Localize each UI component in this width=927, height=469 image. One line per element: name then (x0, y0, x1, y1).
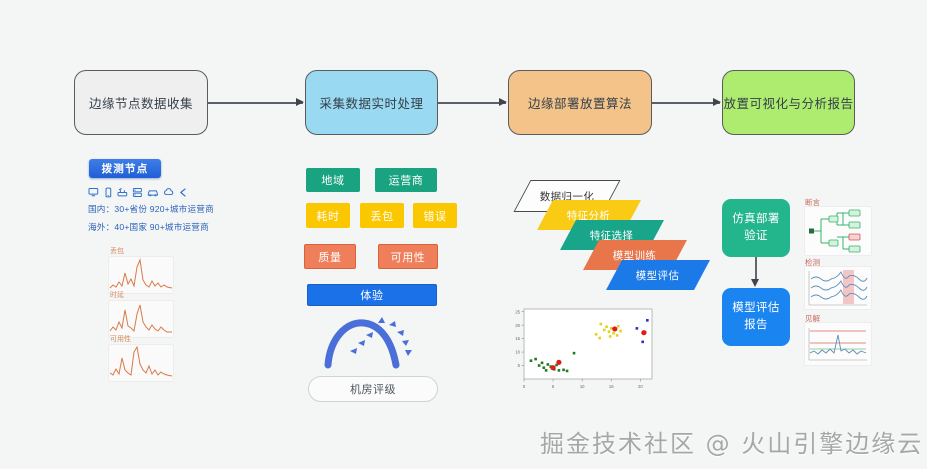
mini-card-label-3: 见解 (805, 314, 820, 323)
flow-step-4-label: 放置可视化与分析报告 (723, 97, 854, 111)
arch-bridge-icon (320, 313, 430, 369)
svg-text:0: 0 (523, 384, 526, 389)
watermark-text: 掘金技术社区 @ 火山引擎边缘云 (540, 430, 924, 458)
sparkline-chart-3 (109, 345, 173, 377)
sparkline-card-2 (108, 300, 174, 338)
server-icon (133, 187, 143, 197)
tag-experience-label: 体验 (360, 290, 384, 302)
tag-latency[interactable]: 耗时 (306, 203, 350, 228)
probe-node-button-label: 拨测节点 (101, 163, 149, 175)
mini-card-tree (804, 206, 872, 256)
tag-region[interactable]: 地域 (306, 168, 360, 192)
sparkline-label-3: 可用性 (110, 336, 131, 343)
pipeline-stage-5-label: 模型评估 (636, 269, 680, 282)
insight-line-chart-icon (808, 328, 867, 361)
idc-rating-pill[interactable]: 机房评级 (308, 376, 438, 402)
tag-isp-label: 运营商 (388, 175, 424, 187)
svg-text:5: 5 (552, 384, 555, 389)
pipeline-stage-5[interactable]: 模型评估 (606, 260, 710, 290)
flow-arrow-1 (208, 98, 304, 106)
car-icon (147, 189, 158, 196)
probe-node-button[interactable]: 拨测节点 (89, 159, 161, 178)
sparkline-label-1: 丢包 (110, 248, 124, 255)
mini-card-insight (804, 322, 872, 366)
tag-experience[interactable]: 体验 (307, 284, 437, 306)
link-icon (180, 187, 186, 197)
tag-quality-label: 质量 (318, 251, 342, 264)
mini-card-label-1: 断言 (805, 198, 820, 207)
flow-step-2-label: 采集数据实时处理 (319, 97, 424, 111)
tag-latency-label: 耗时 (316, 210, 340, 223)
simulation-deploy-label: 仿真部署 验证 (732, 211, 780, 244)
mini-card-label-2: 检测 (805, 258, 820, 267)
model-report-box[interactable]: 模型评估 报告 (722, 288, 790, 346)
tag-isp[interactable]: 运营商 (375, 168, 437, 192)
flow-step-2[interactable]: 采集数据实时处理 (305, 70, 438, 135)
tag-availability-label: 可用性 (390, 251, 426, 264)
model-report-line1: 模型评估 (732, 302, 780, 315)
tag-error-label: 错误 (423, 210, 447, 223)
flow-step-3-label: 边缘部署放置算法 (527, 97, 632, 111)
tag-region-label: 地域 (321, 175, 345, 187)
tag-packet-loss[interactable]: 丢包 (360, 203, 404, 228)
model-report-line2: 报告 (744, 319, 768, 331)
sparkline-chart-1 (109, 258, 173, 289)
right-flow-arrow (751, 257, 759, 287)
cluster-scatter-svg: 0 5 10 15 20 5 10 15 20 25 (515, 308, 653, 389)
flow-step-1[interactable]: 边缘节点数据收集 (74, 70, 208, 135)
flow-arrow-3 (652, 98, 721, 106)
sparkline-chart-2 (109, 304, 172, 333)
device-icon-row (88, 184, 188, 200)
flow-step-1-label: 边缘节点数据收集 (88, 97, 193, 111)
arch-bridge-glyph (324, 317, 412, 369)
svg-text:5: 5 (518, 363, 521, 368)
router-icon (117, 187, 128, 196)
flow-step-4[interactable]: 放置可视化与分析报告 (722, 70, 855, 135)
cluster-scatter-plot: 0 5 10 15 20 5 10 15 20 25 (508, 303, 658, 393)
idc-rating-label: 机房评级 (350, 384, 396, 396)
mini-card-detection (804, 266, 872, 310)
tag-quality[interactable]: 质量 (304, 244, 356, 269)
svg-text:15: 15 (515, 336, 520, 341)
svg-text:25: 25 (515, 309, 520, 314)
tree-diagram-icon (809, 209, 861, 253)
flow-arrow-2 (438, 98, 507, 106)
svg-text:20: 20 (515, 323, 520, 328)
domestic-coverage-stat: 国内：30+省份 920+城市运营商 (88, 204, 214, 214)
svg-text:20: 20 (638, 384, 643, 389)
cloud-icon (163, 187, 173, 195)
flow-step-3[interactable]: 边缘部署放置算法 (508, 70, 652, 135)
mobile-icon (105, 187, 111, 197)
tag-packet-loss-label: 丢包 (370, 210, 394, 223)
tag-error[interactable]: 错误 (413, 203, 457, 228)
svg-text:10: 10 (580, 384, 585, 389)
desktop-icon (88, 187, 99, 196)
tag-availability[interactable]: 可用性 (378, 244, 438, 269)
sparkline-label-2: 时延 (110, 292, 124, 299)
simulation-deploy-box[interactable]: 仿真部署 验证 (722, 199, 790, 257)
waveform-highlight-icon (808, 270, 868, 306)
sparkline-card-1 (108, 256, 174, 294)
svg-text:10: 10 (515, 350, 520, 355)
model-report-label: 模型评估 报告 (732, 300, 780, 333)
overseas-coverage-stat: 海外：40+国家 90+城市运营商 (88, 222, 209, 232)
svg-text:15: 15 (609, 384, 614, 389)
simulation-deploy-line1: 仿真部署 (732, 213, 780, 226)
simulation-deploy-line2: 验证 (744, 230, 768, 242)
sparkline-card-3 (108, 344, 174, 382)
